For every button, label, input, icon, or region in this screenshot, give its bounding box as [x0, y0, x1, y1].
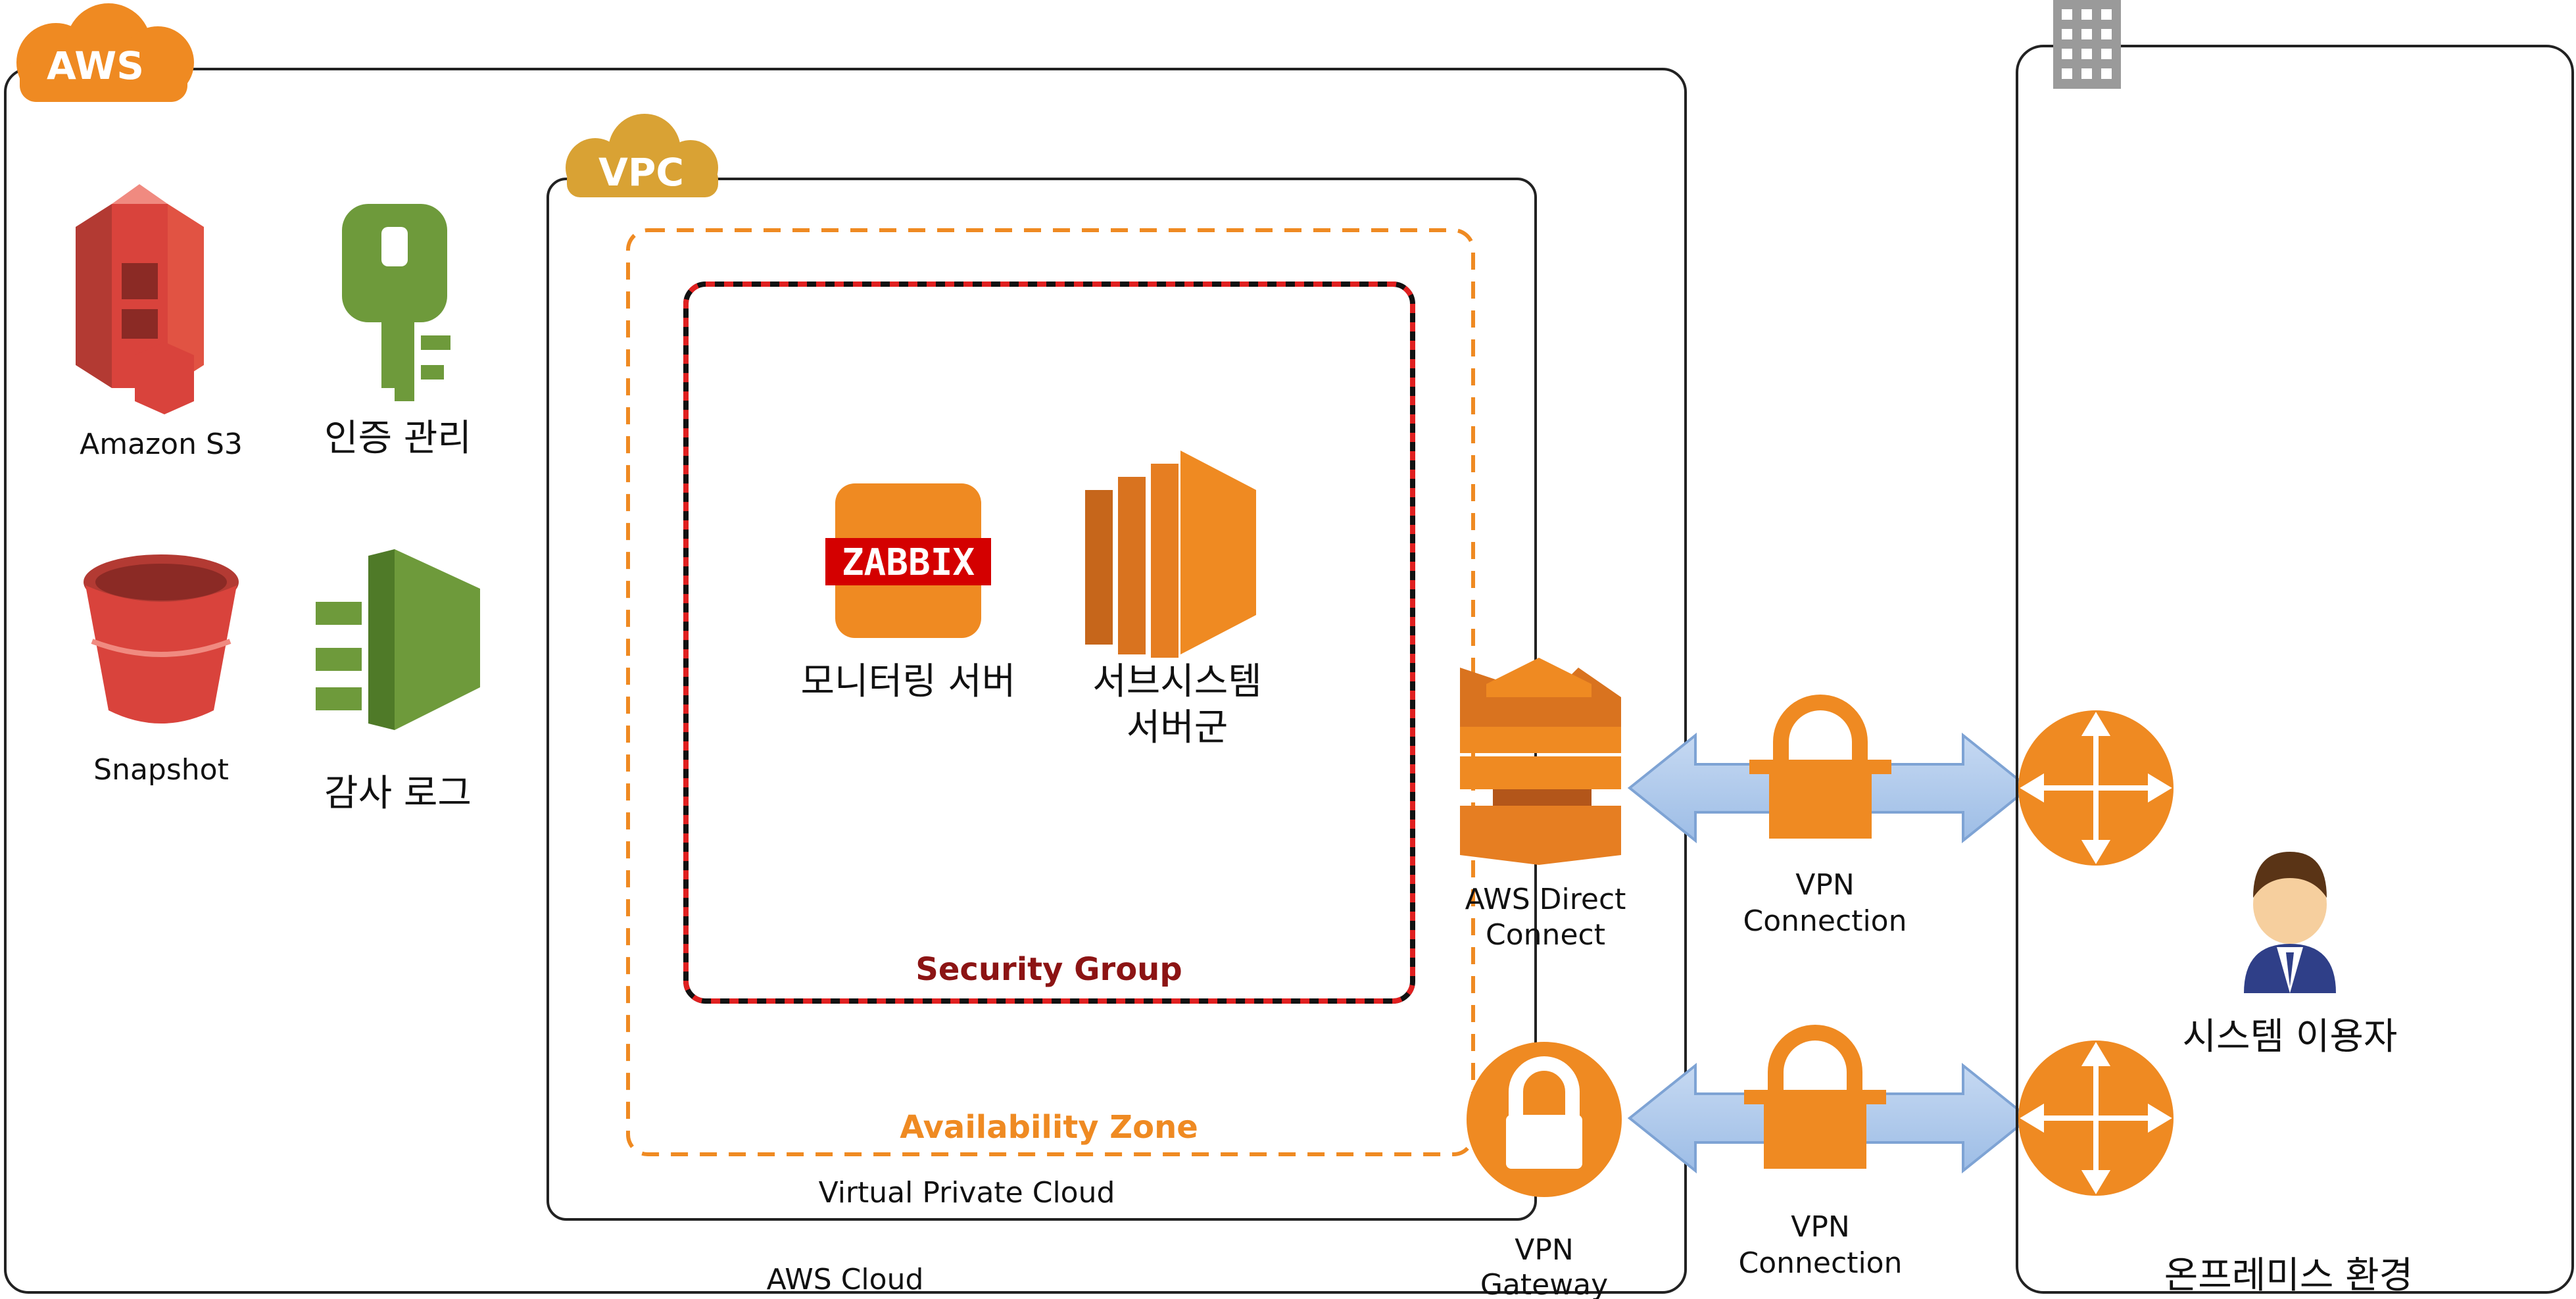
aws-cloud-label: AWS Cloud	[767, 1263, 924, 1296]
vpn-lock-icon-upper	[1749, 695, 1891, 839]
subsystem-label-line1: 서브시스템	[1092, 660, 1262, 703]
vpc-group: VPC Virtual Private Cloud	[547, 114, 1537, 1221]
direct-connect-label-line1: AWS Direct	[1465, 883, 1626, 916]
availability-zone-label: Availability Zone	[900, 1109, 1198, 1146]
user-avatar-icon	[2244, 852, 2336, 993]
aws-cloud-badge-icon	[16, 3, 194, 102]
vpn-connection-upper-line1: VPN	[1795, 868, 1855, 902]
vpn-gateway-label-line1: VPN	[1515, 1233, 1574, 1267]
ec2-instances-icon	[1085, 451, 1256, 658]
aws-cloud-group: AWS AWS Cloud	[4, 3, 1687, 1296]
snapshot-label: Snapshot	[93, 753, 229, 787]
vpn-connection-lower-line1: VPN	[1791, 1210, 1850, 1244]
audit-log-label: 감사 로그	[324, 772, 472, 815]
vpc-border	[547, 178, 1537, 1221]
system-user-label: 시스템 이용자	[2183, 1016, 2398, 1058]
aws-badge-label: AWS	[47, 43, 144, 88]
direct-connect-icon	[1460, 658, 1621, 865]
aws-cloud-border	[4, 68, 1687, 1294]
vpn-connection-upper-line2: Connection	[1743, 904, 1907, 938]
vpn-gateway-label-line2: Gateway	[1480, 1268, 1608, 1299]
monitoring-server-label: 모니터링 서버	[801, 660, 1016, 703]
security-group-border	[683, 282, 1415, 1004]
security-group-label: Security Group	[915, 951, 1182, 988]
subsystem-label-line2: 서버군	[1127, 706, 1228, 749]
availability-zone-border	[626, 228, 1475, 1156]
direct-connect-label-line2: Connect	[1486, 918, 1605, 952]
security-group: Security Group	[683, 282, 1415, 1004]
zabbix-server-icon: ZABBIX	[825, 483, 991, 638]
vpc-badge-icon	[566, 114, 718, 197]
vpc-badge-label: VPC	[598, 150, 684, 195]
vpn-lock-icon-lower	[1744, 1025, 1886, 1169]
availability-zone-group: Availability Zone	[626, 228, 1475, 1156]
router-icon-lower	[2018, 1041, 2174, 1196]
building-icon	[2053, 0, 2121, 89]
audit-log-icon	[316, 549, 480, 730]
vpc-label: Virtual Private Cloud	[819, 1176, 1115, 1210]
onprem-group: 시스템 이용자 온프레미스 환경	[2016, 0, 2574, 1297]
key-icon	[342, 204, 450, 401]
snapshot-bucket-icon	[84, 554, 239, 723]
vpn-gateway-icon	[1467, 1042, 1622, 1197]
onprem-label: 온프레미스 환경	[2164, 1254, 2413, 1297]
onprem-border	[2016, 45, 2574, 1294]
amazon-s3-label: Amazon S3	[80, 428, 243, 461]
router-icon-upper	[2018, 710, 2174, 866]
zabbix-logo-text: ZABBIX	[842, 541, 975, 584]
iam-label: 인증 관리	[324, 417, 472, 460]
amazon-s3-icon	[76, 184, 204, 414]
vpn-connection-lower-line2: Connection	[1739, 1246, 1903, 1280]
